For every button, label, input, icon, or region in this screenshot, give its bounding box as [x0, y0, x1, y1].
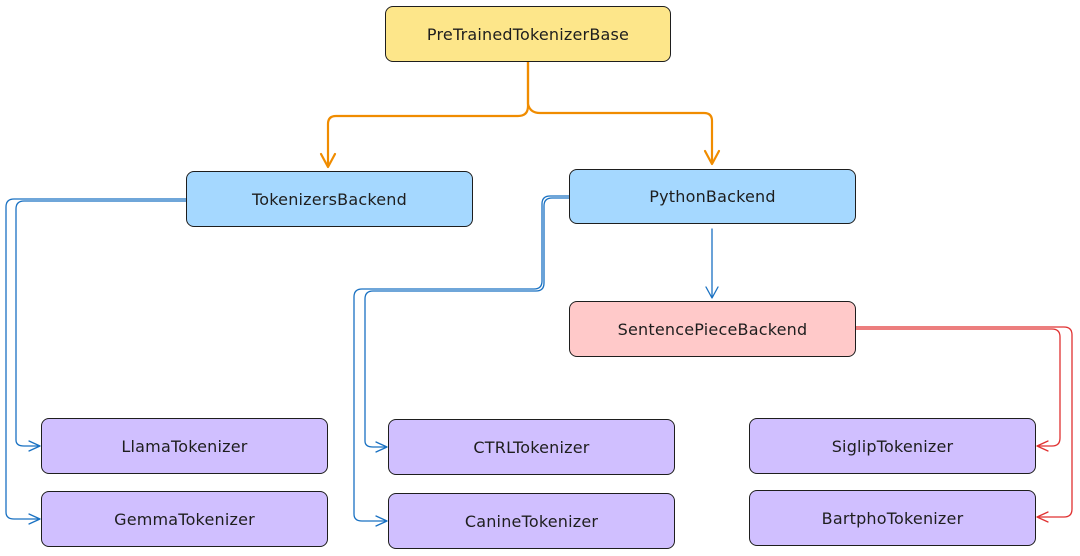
node-bartphotokenizer: BartphoTokenizer — [749, 490, 1036, 546]
edge-python-to-sentencepiece — [705, 228, 719, 299]
node-label: PreTrainedTokenizerBase — [426, 24, 630, 44]
edge-tokenizers-to-leaves — [5, 198, 187, 525]
edge-sentencepiece-to-leaves — [855, 326, 1073, 523]
node-label: GemmaTokenizer — [114, 509, 255, 529]
node-sigliptokenizer: SiglipTokenizer — [749, 418, 1036, 474]
node-label: SiglipTokenizer — [831, 436, 954, 456]
node-pretrainedtokenizerbase: PreTrainedTokenizerBase — [385, 6, 671, 62]
node-label: CTRLTokenizer — [473, 437, 590, 457]
node-sentencepiecebackend: SentencePieceBackend — [569, 301, 856, 357]
node-pythonbackend: PythonBackend — [569, 169, 856, 224]
node-ctrltokenizer: CTRLTokenizer — [388, 419, 675, 475]
node-label: BartphoTokenizer — [821, 508, 964, 528]
node-gemmatokenizer: GemmaTokenizer — [41, 491, 328, 547]
edge-root-to-backends — [319, 60, 721, 169]
node-caninetokenizer: CanineTokenizer — [388, 493, 675, 549]
edge-python-to-leaves — [353, 195, 570, 527]
node-label: TokenizersBackend — [252, 189, 407, 209]
node-tokenizersbackend: TokenizersBackend — [186, 171, 473, 227]
node-label: PythonBackend — [649, 187, 776, 206]
node-label: CanineTokenizer — [464, 511, 599, 531]
node-llamatokenizer: LlamaTokenizer — [41, 418, 328, 474]
node-label: LlamaTokenizer — [121, 436, 248, 456]
node-label: SentencePieceBackend — [617, 319, 808, 339]
